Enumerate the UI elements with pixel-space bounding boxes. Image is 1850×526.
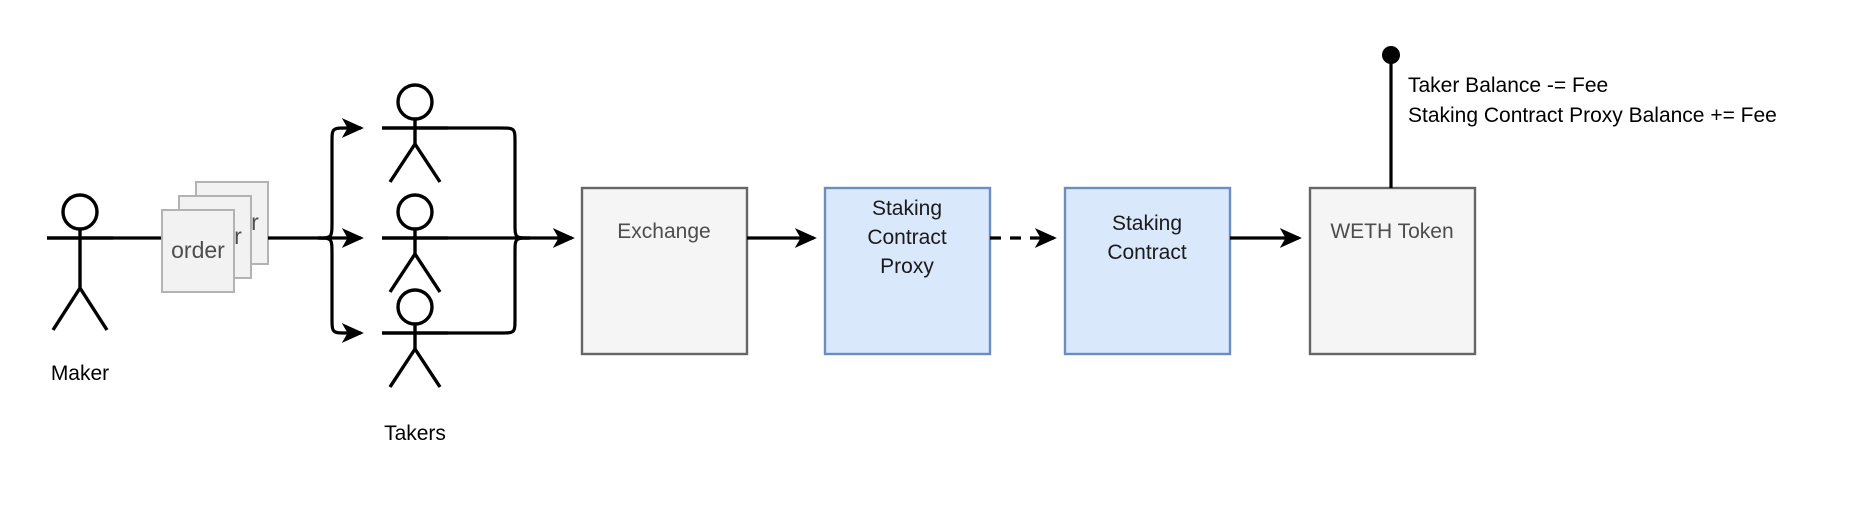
maker-leg-right-icon [78, 287, 109, 331]
taker-3-head-icon [396, 288, 434, 326]
node-weth-token[interactable]: WETH Token [1308, 186, 1477, 356]
node-staking-contract-line-2: Contract [1107, 241, 1187, 264]
order-card-front [161, 209, 235, 293]
node-exchange-label: Exchange [617, 220, 710, 243]
edge-taker-3-to-trunk [448, 236, 531, 335]
actor-maker: Maker [47, 193, 113, 385]
node-staking-contract-proxy-line-2: Contract [867, 226, 947, 249]
node-staking-contract-proxy-line-1: Staking [872, 197, 942, 220]
edge-orders-to-taker-1 [317, 118, 364, 240]
node-staking-contract[interactable]: Staking Contract [1063, 186, 1232, 356]
annotation-anchor-dot-icon [1382, 46, 1400, 64]
taker-1-leg-left-icon [388, 143, 417, 183]
node-staking-contract-line-1: Staking [1112, 212, 1182, 235]
edge-group-takers-to-exchange [448, 126, 575, 335]
edge-taker-1-to-trunk [448, 126, 531, 240]
actor-taker-1 [382, 83, 448, 183]
taker-2-head-icon [396, 193, 434, 231]
node-exchange-box[interactable] [580, 186, 749, 356]
taker-3-leg-left-icon [388, 348, 417, 388]
node-weth-token-label: WETH Token [1330, 220, 1453, 243]
actor-taker-3: Takers [382, 288, 448, 445]
actor-taker-2 [382, 193, 448, 293]
node-weth-token-box[interactable] [1308, 186, 1477, 356]
maker-head-icon [61, 193, 99, 231]
taker-1-leg-right-icon [413, 143, 442, 183]
actor-label-maker: Maker [51, 362, 109, 385]
taker-1-head-icon [396, 83, 434, 121]
node-staking-contract-proxy[interactable]: Staking Contract Proxy [823, 186, 992, 356]
node-exchange[interactable]: Exchange [580, 186, 749, 356]
annotation-line-1: Taker Balance -= Fee [1408, 74, 1608, 97]
node-staking-contract-box[interactable] [1063, 186, 1232, 356]
maker-leg-left-icon [51, 287, 82, 331]
actor-label-takers: Takers [384, 422, 446, 445]
annotation-weth-balance-note: Taker Balance -= Fee Staking Contract Pr… [1382, 46, 1777, 188]
node-staking-contract-proxy-box[interactable] [823, 186, 992, 356]
node-staking-contract-proxy-line-3: Proxy [880, 255, 934, 278]
taker-2-leg-left-icon [388, 253, 417, 293]
edge-group-orders-to-takers [268, 118, 364, 343]
taker-2-leg-right-icon [413, 253, 442, 293]
artifact-order-stack: order order order [161, 181, 269, 293]
taker-3-leg-right-icon [413, 348, 442, 388]
annotation-line-2: Staking Contract Proxy Balance += Fee [1408, 104, 1777, 127]
order-card-front-label: order [171, 237, 225, 263]
edge-orders-to-taker-3 [317, 236, 364, 343]
